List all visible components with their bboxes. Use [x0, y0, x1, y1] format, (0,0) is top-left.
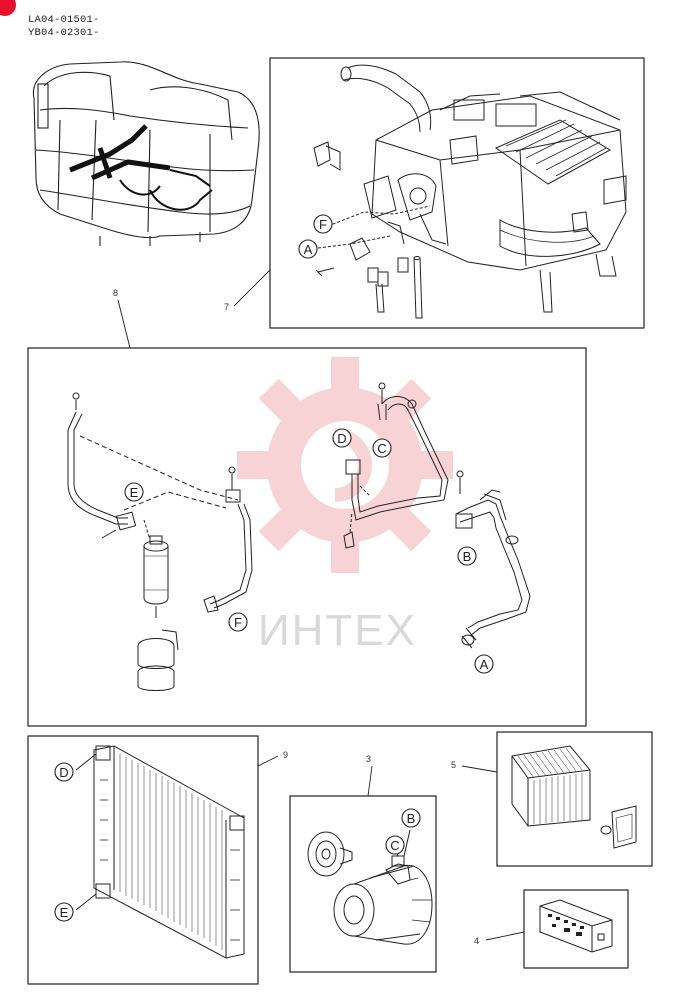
- callout-circle-e-mid: [124, 482, 144, 502]
- callout-circle-b-bottom: [401, 808, 421, 828]
- panel-5-frame: [496, 731, 653, 867]
- callout-f-mid: F: [234, 615, 242, 630]
- watermark-text: ИНТЕХ: [258, 606, 417, 655]
- callout-circle-e-bottom: [54, 902, 74, 922]
- part-number-3: 3: [366, 754, 371, 764]
- callout-a-mid: A: [480, 657, 489, 672]
- callout-circle-d-mid: [332, 428, 352, 448]
- controller-drawing: [539, 899, 613, 953]
- condenser-drawing: [75, 745, 245, 959]
- evaporator-drawing: [511, 745, 637, 849]
- part-number-7: 7: [224, 302, 229, 312]
- callout-f-top: F: [319, 217, 327, 232]
- callout-b-mid: B: [463, 549, 472, 564]
- callout-e-mid: E: [130, 485, 139, 500]
- part-number-4: 4: [474, 936, 479, 946]
- part-number-leaders: [117, 269, 525, 941]
- panel-7-frame: [269, 57, 645, 329]
- machine-overview: [32, 61, 260, 246]
- callout-letters: F A E F D C B A D E B C: [59, 217, 488, 920]
- callout-circle-a-top: [298, 239, 318, 259]
- callout-d-mid: D: [337, 431, 346, 446]
- panel-4-frame: [523, 889, 629, 969]
- callout-circle-d-bottom: [54, 762, 74, 782]
- part-number-8: 8: [113, 288, 118, 298]
- panel-3-frame: [289, 795, 437, 973]
- compressor-drawing: [307, 829, 433, 945]
- callout-d-bottom: D: [59, 765, 68, 780]
- callout-circle-a-mid: [474, 654, 494, 674]
- panel-8-frame: [27, 347, 587, 727]
- callout-e-bottom: E: [60, 905, 69, 920]
- callout-c-bottom: C: [390, 838, 399, 853]
- corner-marker: [0, 0, 16, 16]
- callout-circle-f-mid: [228, 612, 248, 632]
- serial-code-2: YB04-02301-: [28, 27, 100, 39]
- hvac-unit-drawing: [313, 64, 627, 319]
- callout-circle-b-mid: [457, 546, 477, 566]
- callout-a-top: A: [304, 242, 313, 257]
- callout-c-mid: C: [377, 441, 386, 456]
- hose-assembly-drawing: [67, 382, 531, 691]
- part-number-9: 9: [283, 750, 288, 760]
- callout-circle-f-top: [313, 214, 333, 234]
- callout-circle-c-mid: [372, 438, 392, 458]
- callout-circle-c-bottom: [385, 835, 405, 855]
- part-number-5: 5: [451, 760, 456, 770]
- callouts: [54, 214, 494, 922]
- serial-code-1: LA04-01501-: [28, 14, 100, 26]
- callout-b-bottom: B: [407, 811, 416, 826]
- panel-9-frame: [27, 735, 259, 985]
